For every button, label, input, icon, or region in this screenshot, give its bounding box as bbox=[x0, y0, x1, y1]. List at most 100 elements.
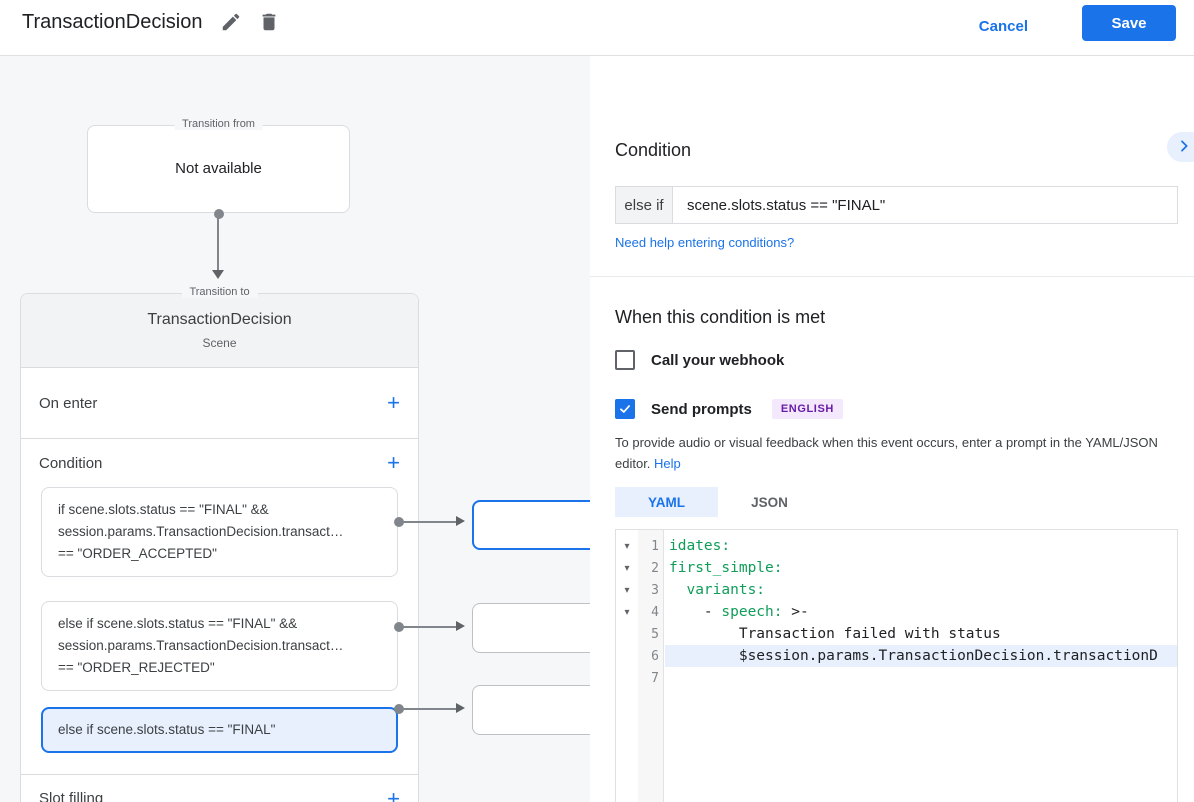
condition-card-line: == "ORDER_REJECTED" bbox=[58, 660, 215, 675]
call-webhook-label: Call your webhook bbox=[651, 351, 785, 369]
webhook-row: Call your webhook bbox=[615, 350, 784, 370]
arrow-right-icon bbox=[456, 516, 465, 526]
condition-card-line: if scene.slots.status == "FINAL" && bbox=[58, 502, 269, 517]
add-on-enter-button[interactable]: + bbox=[387, 390, 400, 415]
edit-scene-button[interactable] bbox=[218, 10, 244, 36]
code-line[interactable]: Transaction failed with status bbox=[665, 623, 1177, 645]
chevron-down-icon[interactable]: ▾ bbox=[624, 562, 630, 574]
editor-line: 6 $session.params.TransactionDecision.tr… bbox=[616, 645, 1177, 667]
chevron-down-icon[interactable]: ▾ bbox=[624, 606, 630, 618]
cancel-button[interactable]: Cancel bbox=[969, 10, 1038, 43]
arrow-down-icon bbox=[212, 270, 224, 279]
pencil-icon bbox=[222, 13, 240, 30]
editor-tab-yaml[interactable]: YAML bbox=[615, 487, 718, 517]
help-link[interactable]: Help bbox=[654, 456, 681, 472]
yaml-text: >- bbox=[782, 604, 809, 620]
save-button[interactable]: Save bbox=[1082, 5, 1176, 41]
editor-gutter bbox=[638, 530, 664, 802]
transition-from-legend: Transition from bbox=[174, 118, 263, 130]
on-enter-label: On enter bbox=[39, 394, 98, 412]
editor-tab-json[interactable]: JSON bbox=[751, 494, 788, 510]
condition-card-line: session.params.TransactionDecision.trans… bbox=[58, 638, 344, 653]
editor-line: ▾3 variants: bbox=[616, 579, 1177, 601]
editor-line: ▾4 - speech: >- bbox=[616, 601, 1177, 623]
condition-card[interactable]: else if scene.slots.status == "FINAL" bbox=[41, 707, 398, 753]
transition-from-box: Transition from Not available bbox=[87, 118, 350, 219]
line-number: 7 bbox=[651, 670, 659, 686]
yaml-text: Transaction failed with status bbox=[669, 626, 1001, 642]
on-enter-section: On enter + bbox=[21, 368, 418, 439]
scene-header: TransactionDecision Scene bbox=[21, 294, 418, 368]
connector-line bbox=[399, 521, 457, 523]
top-bar: TransactionDecision Cancel Save bbox=[0, 0, 1194, 56]
condition-expression-input[interactable] bbox=[673, 187, 1177, 223]
prompts-description-text: To provide audio or visual feedback when… bbox=[615, 435, 1158, 472]
connector-line bbox=[399, 626, 457, 628]
code-line[interactable]: $session.params.TransactionDecision.tran… bbox=[665, 645, 1177, 667]
prompts-description: To provide audio or visual feedback when… bbox=[615, 432, 1193, 475]
scene-type-label: Scene bbox=[202, 336, 237, 350]
details-title: Condition bbox=[615, 140, 692, 160]
condition-help-link[interactable]: Need help entering conditions? bbox=[615, 235, 795, 250]
condition-card[interactable]: else if scene.slots.status == "FINAL" &&… bbox=[41, 601, 398, 691]
editor-line: ▾ 1 idates: bbox=[616, 535, 1177, 557]
add-slot-button[interactable]: + bbox=[387, 787, 400, 802]
condition-prefix-label: else if bbox=[616, 187, 673, 223]
trash-icon bbox=[262, 13, 276, 30]
condition-section-header: Condition + bbox=[21, 439, 418, 487]
call-webhook-checkbox[interactable] bbox=[615, 350, 635, 370]
panel-divider bbox=[590, 276, 1194, 277]
scene-flow-panel: Transition from Not available Transition… bbox=[0, 56, 590, 802]
connector-line bbox=[399, 708, 457, 710]
when-met-title: When this condition is met bbox=[615, 307, 826, 327]
transition-target-box[interactable] bbox=[472, 500, 590, 550]
condition-card-line: else if scene.slots.status == "FINAL" bbox=[58, 722, 276, 737]
editor-tabs: YAML JSON bbox=[615, 487, 821, 517]
yaml-text: - bbox=[669, 604, 722, 620]
collapse-panel-button[interactable] bbox=[1167, 132, 1194, 162]
code-line[interactable]: variants: bbox=[665, 579, 1177, 601]
connector-line bbox=[217, 213, 219, 270]
arrow-right-icon bbox=[456, 621, 465, 631]
code-line[interactable]: idates: bbox=[665, 535, 1177, 557]
add-condition-button[interactable]: + bbox=[387, 450, 400, 475]
condition-input-group: else if bbox=[615, 186, 1178, 224]
page-title: TransactionDecision bbox=[22, 11, 203, 33]
line-number: 6 bbox=[651, 648, 659, 664]
code-line[interactable] bbox=[665, 667, 1177, 689]
transition-to-legend: Transition to bbox=[181, 286, 258, 298]
condition-card-list: if scene.slots.status == "FINAL" && sessi… bbox=[21, 487, 418, 753]
code-line[interactable]: - speech: >- bbox=[665, 601, 1177, 623]
line-number: 5 bbox=[651, 626, 659, 642]
transition-target-box[interactable] bbox=[472, 685, 590, 735]
send-prompts-label: Send prompts bbox=[651, 400, 752, 418]
editor-line: 7 bbox=[616, 667, 1177, 689]
yaml-key: speech: bbox=[721, 604, 783, 620]
delete-scene-button[interactable] bbox=[256, 10, 282, 36]
chevron-down-icon[interactable]: ▾ bbox=[624, 540, 630, 552]
condition-details-panel: Condition else if Need help entering con… bbox=[590, 56, 1194, 802]
yaml-key: idates: bbox=[669, 538, 731, 554]
condition-card-line: else if scene.slots.status == "FINAL" && bbox=[58, 616, 298, 631]
transition-from-value: Not available bbox=[175, 160, 262, 177]
section-divider bbox=[21, 774, 418, 775]
connector-dot bbox=[214, 209, 224, 219]
yaml-text bbox=[669, 582, 686, 598]
condition-card-line: == "ORDER_ACCEPTED" bbox=[58, 546, 217, 561]
code-line[interactable]: first_simple: bbox=[665, 557, 1177, 579]
transition-to-card: Transition to TransactionDecision Scene … bbox=[20, 286, 419, 802]
condition-card[interactable]: if scene.slots.status == "FINAL" &&sessi… bbox=[41, 487, 398, 577]
yaml-key: first_simple: bbox=[669, 560, 783, 576]
prompts-row: Send prompts ENGLISH bbox=[615, 399, 843, 419]
arrow-right-icon bbox=[456, 703, 465, 713]
chevron-down-icon[interactable]: ▾ bbox=[624, 584, 630, 596]
transition-target-box[interactable] bbox=[472, 603, 590, 653]
slot-filling-label: Slot filling bbox=[39, 790, 104, 802]
chevron-right-icon bbox=[1180, 139, 1188, 152]
send-prompts-checkbox[interactable] bbox=[615, 399, 635, 419]
editor-line: 5 Transaction failed with status bbox=[616, 623, 1177, 645]
line-number: 1 bbox=[651, 538, 659, 554]
